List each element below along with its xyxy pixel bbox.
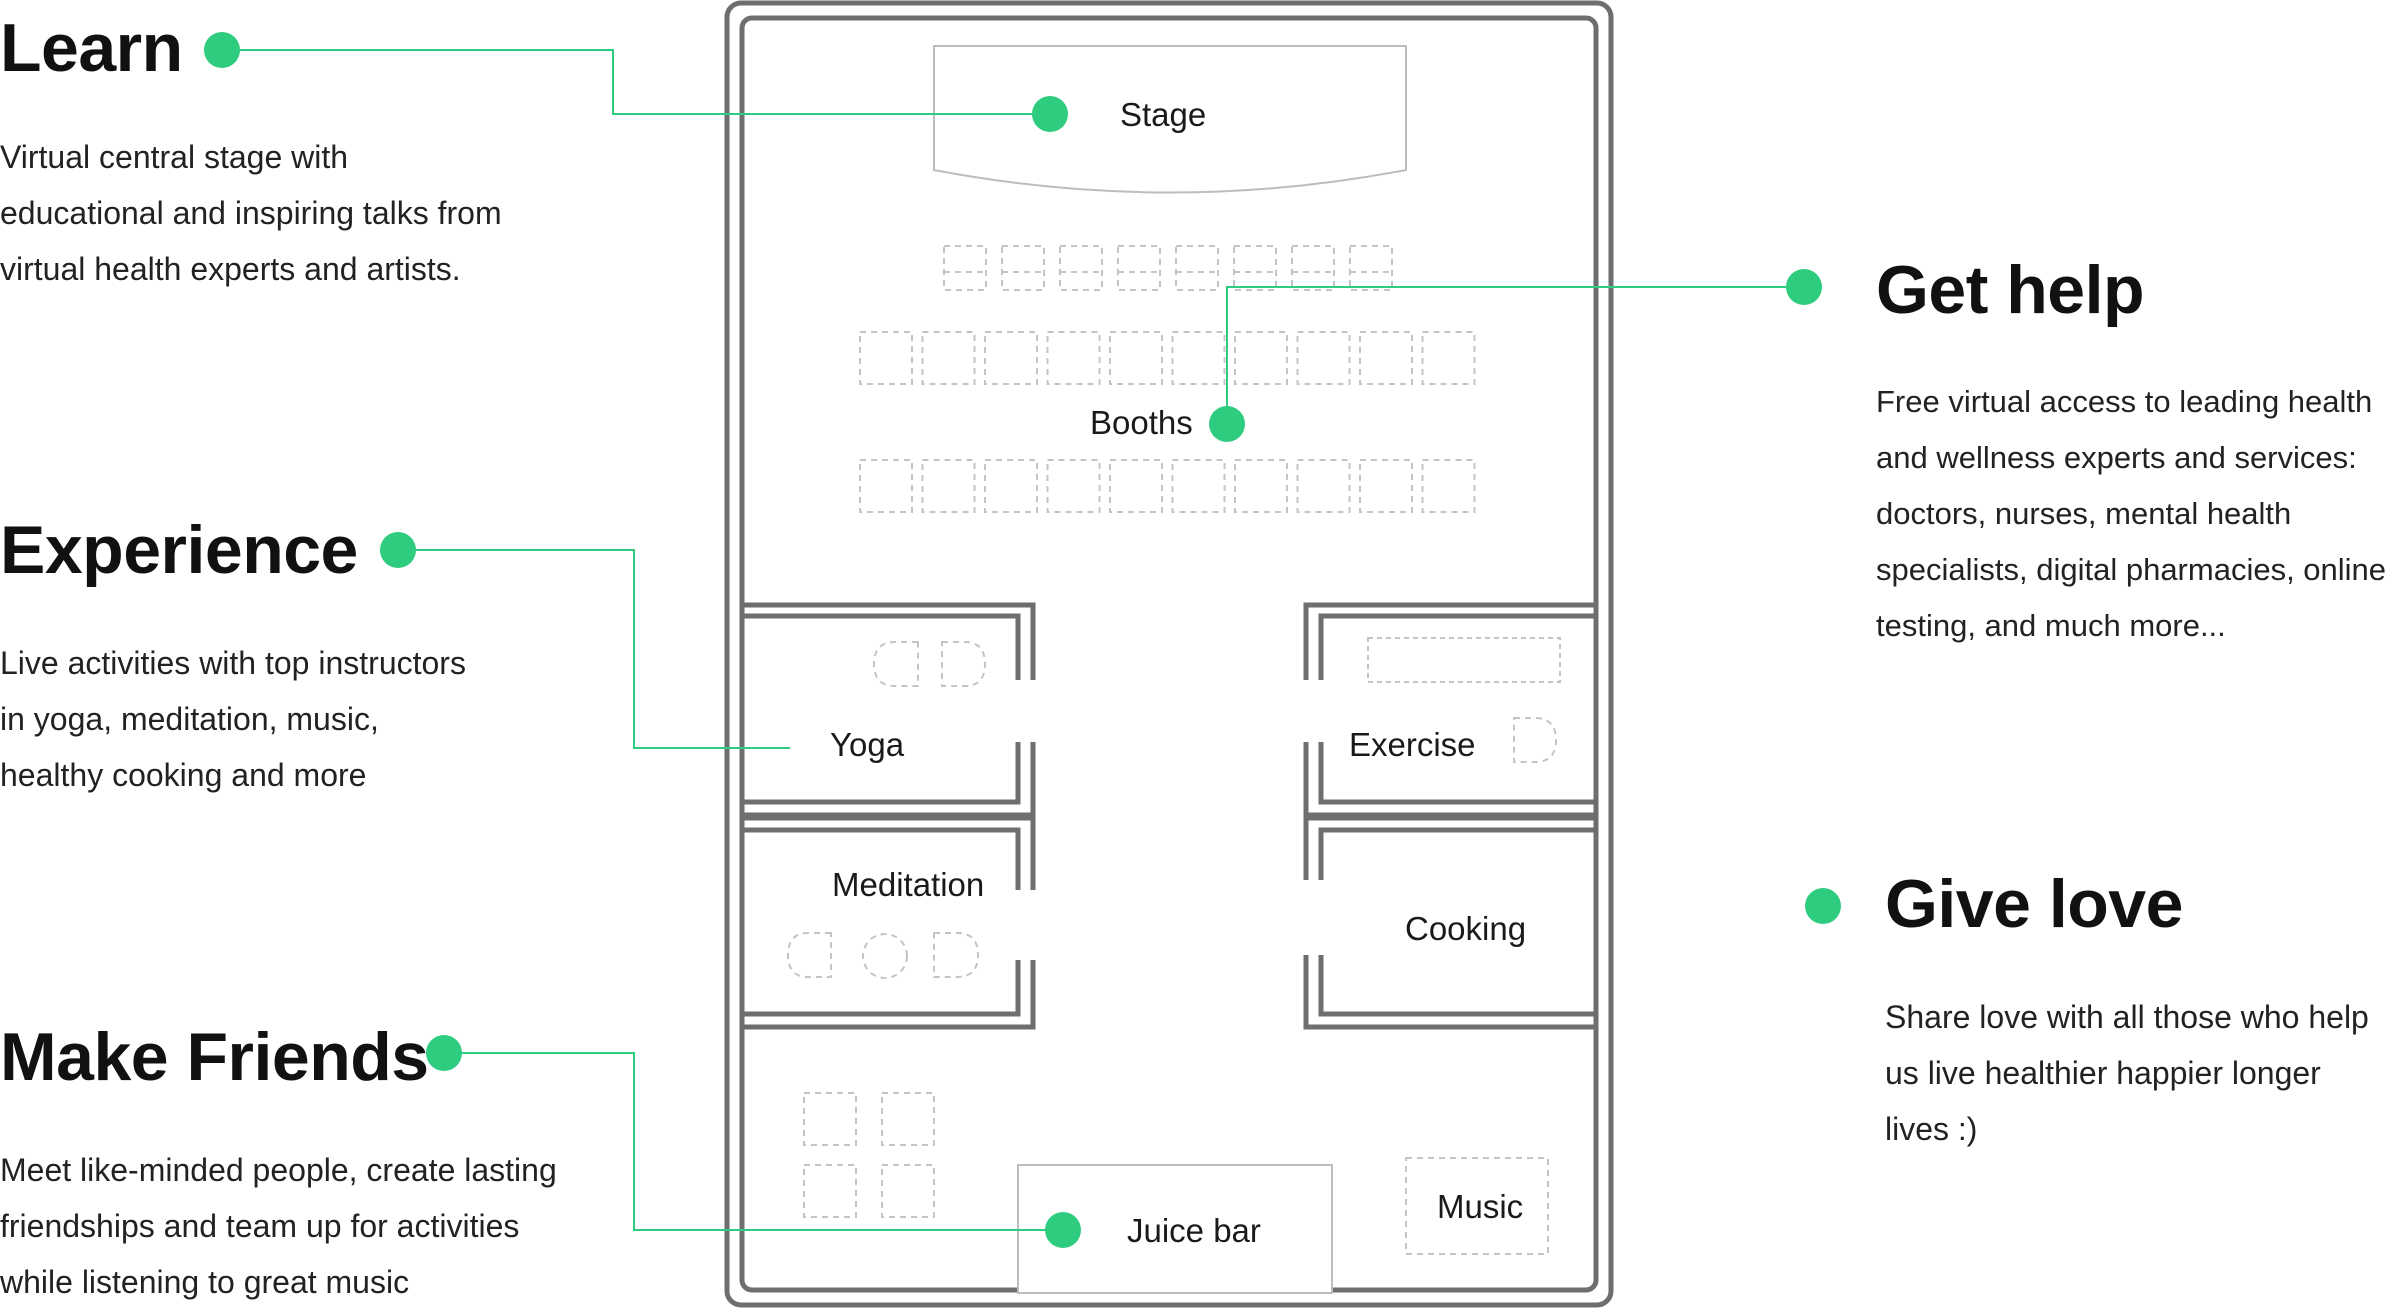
learn-heading: Learn — [0, 10, 183, 86]
givelove-dot-icon — [1805, 888, 1841, 924]
music-area[interactable] — [1405, 1157, 1549, 1255]
booth — [1171, 459, 1226, 513]
booth — [1359, 459, 1413, 513]
friends-callout-line — [444, 1052, 1063, 1231]
booth — [1171, 331, 1226, 385]
gethelp-callout-line — [1226, 286, 1804, 424]
booth — [1359, 331, 1413, 385]
cooking-wall-outer-lower — [1303, 955, 1596, 1030]
make-friends-heading: Make Friends — [0, 1019, 429, 1095]
yoga-wall-inner-lower — [742, 742, 1021, 805]
gethelp-dot-icon — [1786, 269, 1822, 305]
lounge-table — [803, 1092, 857, 1146]
meditation-label: Meditation — [832, 866, 984, 903]
yoga-label: Yoga — [830, 726, 905, 763]
booth — [1234, 331, 1288, 385]
get-help-heading: Get help — [1876, 252, 2145, 328]
booth — [984, 331, 1038, 385]
friends-dot-icon — [426, 1035, 462, 1071]
yoga-mat-icon — [872, 641, 919, 687]
stage-seat — [1291, 245, 1335, 291]
cooking-label: Cooking — [1405, 910, 1526, 947]
exercise-wall-outer-lower — [1303, 742, 1596, 818]
stage-label: Stage — [1120, 96, 1206, 133]
experience-callout-line — [398, 549, 790, 749]
meditation-cushion-icon — [786, 932, 832, 978]
give-love-description: Share love with all those who help us li… — [1885, 999, 2369, 1147]
booth — [1046, 331, 1101, 385]
stage-seat — [1001, 245, 1045, 291]
booth — [859, 331, 913, 385]
stage-seat — [943, 245, 987, 291]
stage-seat — [1175, 245, 1219, 291]
room-walls — [742, 602, 1596, 1030]
exercise-label: Exercise — [1349, 726, 1476, 763]
inner-wall — [739, 15, 1599, 1293]
exercise-wall-inner — [1318, 613, 1596, 680]
learn-description: Virtual central stage with educational a… — [0, 139, 502, 287]
lounge-table — [881, 1164, 935, 1218]
cooking-wall-inner-lower — [1318, 955, 1596, 1017]
experience-description: Live activities with top instructors in … — [0, 645, 466, 793]
stage-area[interactable] — [933, 45, 1407, 194]
booth — [984, 459, 1038, 513]
learn-dot-icon — [204, 32, 240, 68]
booth — [1109, 331, 1163, 385]
meditation-wall-inner-lower — [742, 960, 1021, 1017]
meditation-wall-inner — [742, 827, 1021, 890]
stage-dot-icon — [1032, 96, 1068, 132]
exercise-bench — [1367, 637, 1561, 683]
juice-bar-label: Juice bar — [1127, 1212, 1261, 1249]
callout-dots — [204, 32, 1841, 1248]
stage-seat — [1233, 245, 1277, 291]
exercise-wall-inner-lower — [1318, 742, 1596, 805]
stage-seat — [1349, 245, 1393, 291]
booth-grid — [859, 331, 1476, 513]
callout-lines — [222, 49, 1804, 1231]
booth — [1421, 459, 1476, 513]
exercise-seat — [1513, 717, 1558, 763]
furniture — [786, 637, 1561, 1255]
booth — [1109, 459, 1163, 513]
booth — [1296, 331, 1351, 385]
yoga-mat-icon — [941, 641, 987, 687]
lounge-table — [881, 1092, 935, 1146]
booths-label: Booths — [1090, 404, 1193, 441]
music-label: Music — [1437, 1188, 1523, 1225]
stage-seats — [943, 245, 1393, 291]
cooking-wall-outer — [1303, 815, 1596, 880]
booth — [1046, 459, 1101, 513]
yoga-wall-outer — [742, 602, 1036, 680]
yoga-wall-outer-lower — [742, 742, 1036, 818]
get-help-description: Free virtual access to leading health an… — [1876, 384, 2387, 643]
booth — [1421, 331, 1476, 385]
make-friends-description: Meet like-minded people, create lasting … — [0, 1152, 557, 1300]
cooking-wall-inner — [1318, 827, 1596, 880]
booth — [921, 459, 976, 513]
meditation-wall-outer — [742, 815, 1036, 890]
yoga-wall-inner — [742, 613, 1021, 680]
meditation-cushion-icon — [933, 932, 980, 978]
outer-wall — [724, 0, 1614, 1308]
experience-heading: Experience — [0, 512, 358, 588]
experience-dot-icon — [380, 532, 416, 568]
give-love-heading: Give love — [1885, 866, 2183, 942]
learn-callout-line — [222, 49, 1050, 115]
juicebar-dot-icon — [1045, 1212, 1081, 1248]
booths-dot-icon — [1209, 406, 1245, 442]
booth — [1296, 459, 1351, 513]
lounge-table — [803, 1164, 857, 1218]
booth — [859, 459, 913, 513]
exercise-wall-outer — [1303, 602, 1596, 680]
stage-seat — [1059, 245, 1103, 291]
stage-seat — [1117, 245, 1161, 291]
meditation-cushion-icon — [862, 933, 908, 979]
meditation-wall-outer-lower — [742, 960, 1036, 1030]
booth — [921, 331, 976, 385]
booth — [1234, 459, 1288, 513]
